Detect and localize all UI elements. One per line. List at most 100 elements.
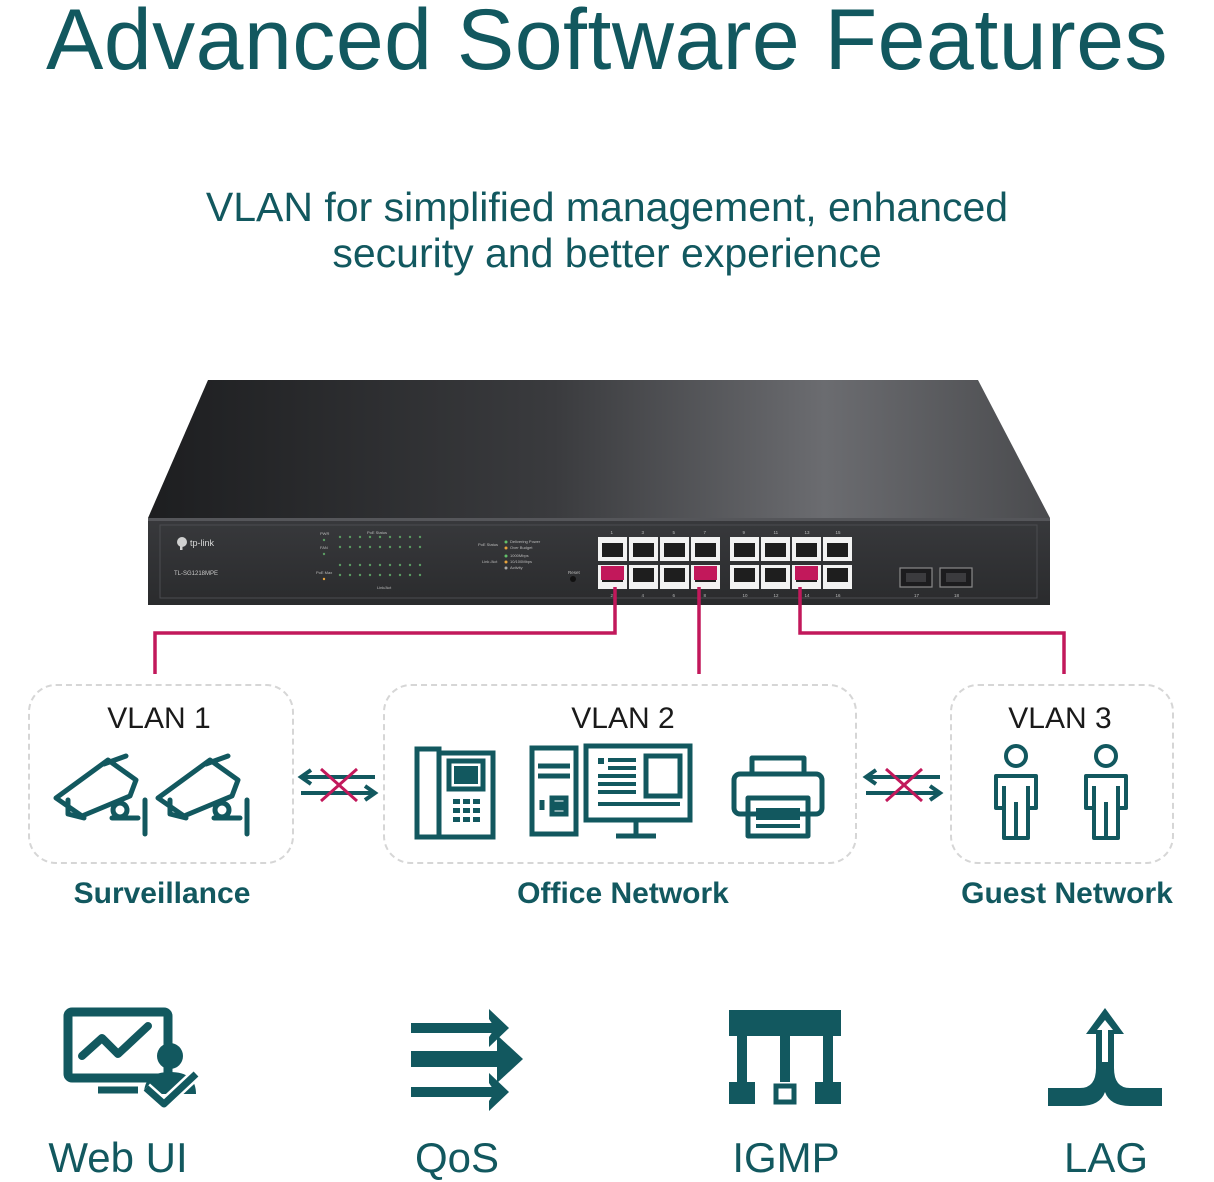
vlan1-title: VLAN 1 xyxy=(107,702,211,735)
svg-text:PWR: PWR xyxy=(320,531,329,536)
port-number: 6 xyxy=(673,593,676,598)
status-led xyxy=(398,545,402,549)
network-switch: tp-link TL-SG1218MPE PWR FAN PoE Max PoE… xyxy=(148,380,1050,605)
vlan3-caption: Guest Network xyxy=(961,877,1173,910)
svg-text:Over Budget: Over Budget xyxy=(510,545,533,550)
status-led xyxy=(322,577,326,581)
svg-text:Activity: Activity xyxy=(510,565,523,570)
reset-label: Reset xyxy=(568,570,581,575)
vlan2-caption: Office Network xyxy=(517,877,729,910)
status-led xyxy=(408,563,412,567)
ethernet-port xyxy=(660,565,689,589)
svg-text:1000Mbps: 1000Mbps xyxy=(510,553,529,558)
status-led xyxy=(348,545,352,549)
port-number: 14 xyxy=(805,593,811,598)
ethernet-port xyxy=(730,565,759,589)
port-number: 15 xyxy=(836,530,842,535)
vlan1-caption: Surveillance xyxy=(73,877,251,910)
brand-label: tp-link xyxy=(190,538,215,548)
svg-text:Link /Act: Link /Act xyxy=(482,559,498,564)
blocked-traffic-icon xyxy=(297,767,379,803)
svg-text:PoE Status: PoE Status xyxy=(367,530,387,535)
security-camera-icon xyxy=(155,753,250,837)
security-camera-icon xyxy=(53,753,148,837)
ethernet-port xyxy=(823,565,852,589)
port-number: 4 xyxy=(642,593,645,598)
port-number: 11 xyxy=(774,530,779,535)
ethernet-port xyxy=(691,537,720,561)
status-led xyxy=(338,545,342,549)
blocked-traffic-icon xyxy=(862,767,944,803)
ethernet-port xyxy=(598,565,627,589)
ethernet-port xyxy=(823,537,852,561)
ethernet-port xyxy=(629,537,658,561)
ethernet-port xyxy=(730,537,759,561)
port-number: 2 xyxy=(611,593,614,598)
status-led xyxy=(348,573,352,577)
status-led xyxy=(368,573,372,577)
vlan3-box xyxy=(950,684,1174,864)
port-number: 9 xyxy=(743,530,746,535)
guest-user-icon xyxy=(1084,744,1128,840)
status-led xyxy=(368,545,372,549)
tp-link-logo-icon xyxy=(177,537,187,550)
qos-icon xyxy=(411,1009,523,1111)
svg-text:Delivering Power: Delivering Power xyxy=(510,539,541,544)
feature-label-igmp: IGMP xyxy=(732,1134,840,1181)
connector-vlan1 xyxy=(153,587,617,674)
status-led xyxy=(378,535,382,539)
lag-icon xyxy=(1048,1008,1162,1106)
port-number: 16 xyxy=(836,593,842,598)
desktop-computer-icon xyxy=(529,743,693,839)
status-led xyxy=(348,563,352,567)
svg-text:PoE Max: PoE Max xyxy=(316,570,332,575)
status-led xyxy=(388,563,392,567)
svg-text:FAN: FAN xyxy=(320,545,328,550)
status-led xyxy=(368,563,372,567)
status-led xyxy=(358,563,362,567)
status-led xyxy=(378,545,382,549)
reset-button xyxy=(570,576,576,582)
subtitle-line-1: VLAN for simplified management, enhanced xyxy=(205,184,1009,230)
igmp-icon xyxy=(729,1010,841,1105)
subtitle-line-2: security and better experience xyxy=(332,230,882,276)
status-led xyxy=(408,545,412,549)
status-led xyxy=(358,535,362,539)
ethernet-port xyxy=(792,537,821,561)
ip-phone-icon xyxy=(414,746,496,840)
guest-user-icon xyxy=(994,744,1038,840)
status-led xyxy=(398,573,402,577)
ethernet-port xyxy=(691,565,720,589)
status-led xyxy=(408,535,412,539)
port-number: 3 xyxy=(642,530,645,535)
status-led xyxy=(358,545,362,549)
status-led xyxy=(388,573,392,577)
vlan-connectors xyxy=(153,587,1066,674)
vlan1-box xyxy=(28,684,294,864)
status-led xyxy=(322,552,326,556)
vlan3-title: VLAN 3 xyxy=(1008,702,1112,735)
port-number: 7 xyxy=(704,530,707,535)
status-led xyxy=(418,545,422,549)
ethernet-port xyxy=(761,565,790,589)
vlan2-box xyxy=(383,684,857,864)
ethernet-port xyxy=(660,537,689,561)
port-number: 12 xyxy=(774,593,780,598)
printer-icon xyxy=(731,755,825,839)
status-led xyxy=(378,573,382,577)
port-number: 10 xyxy=(743,593,749,598)
status-led xyxy=(322,538,326,542)
status-led xyxy=(398,563,402,567)
status-led xyxy=(348,535,352,539)
led-grid xyxy=(322,535,422,581)
port-number: 5 xyxy=(673,530,676,535)
status-led xyxy=(368,535,372,539)
sfp-slots: 17 18 xyxy=(899,567,973,598)
status-led xyxy=(338,573,342,577)
ethernet-port xyxy=(792,565,821,589)
page-title: Advanced Software Features xyxy=(45,0,1169,88)
page-subtitle: VLAN for simplified management, enhanced… xyxy=(100,184,1114,276)
status-led xyxy=(418,563,422,567)
svg-text:10/100Mbps: 10/100Mbps xyxy=(510,559,532,564)
